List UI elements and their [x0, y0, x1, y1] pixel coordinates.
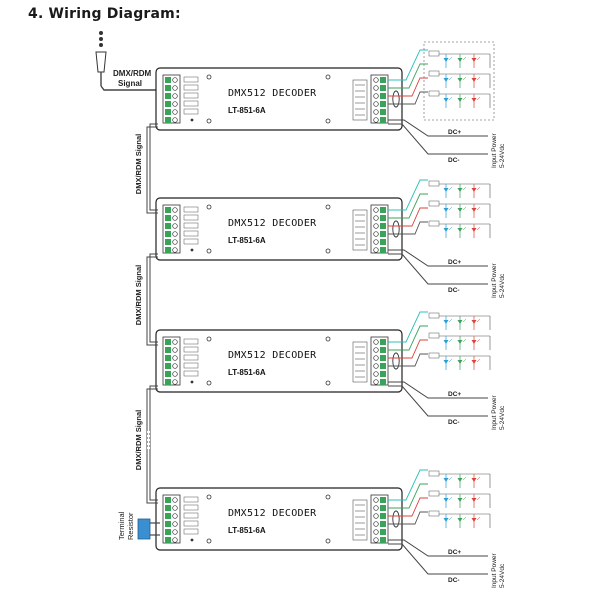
decoder-housing — [155, 329, 403, 393]
dmx-bus-segment-2: DMX/RDM Signal — [134, 253, 158, 346]
power-terminal — [392, 90, 400, 108]
screw — [206, 538, 212, 544]
decoder-4: DMX512 DECODER LT-851-6A DC+ DC- Input Power… — [155, 469, 506, 588]
screw — [325, 538, 331, 544]
decoder-model: LT-851-6A — [228, 106, 266, 115]
decoder-right-panel — [352, 79, 368, 121]
decoder-right-terminal — [370, 336, 389, 386]
led-lamp-group — [428, 470, 491, 528]
screw — [325, 248, 331, 254]
output-wires — [388, 311, 488, 417]
screw — [325, 494, 331, 500]
dmx-input-label: DMX/RDM Signal — [113, 69, 153, 88]
power-terminal — [392, 220, 400, 238]
screw — [206, 118, 212, 124]
led-lamp-group — [428, 180, 491, 238]
output-wires — [388, 469, 488, 575]
decoder-model: LT-851-6A — [228, 526, 266, 535]
decoder-right-terminal — [370, 74, 389, 124]
decoder-3: DMX512 DECODER LT-851-6A DC+ DC- Input Power… — [155, 311, 506, 430]
dc-minus-label: DC- — [448, 287, 460, 294]
screw — [206, 494, 212, 500]
dc-plus-label: DC+ — [448, 549, 461, 556]
decoder-1: DMX512 DECODER LT-851-6A DC+ DC- Input Power… — [155, 49, 506, 168]
screw — [206, 380, 212, 386]
dc-plus-label: DC+ — [448, 391, 461, 398]
page-title: 4. Wiring Diagram: — [28, 6, 181, 22]
decoder-left-terminal — [162, 204, 199, 254]
input-power-label: Input Power5-24Vdc — [491, 262, 506, 298]
dmx-bus-label: DMX/RDM Signal — [134, 410, 143, 470]
dmx-input-connector — [95, 31, 158, 91]
decoder-name: DMX512 DECODER — [228, 508, 317, 519]
screw — [206, 336, 212, 342]
screw — [206, 248, 212, 254]
power-terminal — [392, 352, 400, 370]
decoder-right-terminal — [370, 494, 389, 544]
dc-minus-label: DC- — [448, 157, 460, 164]
dc-plus-label: DC+ — [448, 129, 461, 136]
screw — [325, 74, 331, 80]
output-wires — [388, 49, 488, 155]
dmx-bus-label: DMX/RDM Signal — [134, 265, 143, 325]
output-wires — [388, 179, 488, 285]
decoder-right-panel — [352, 499, 368, 541]
dc-plus-label: DC+ — [448, 259, 461, 266]
terminal-resistor-label: Terminal Resistor — [117, 510, 135, 540]
decoder-2: DMX512 DECODER LT-851-6A DC+ DC- Input Power… — [155, 179, 506, 298]
input-power-label: Input Power5-24Vdc — [491, 552, 506, 588]
screw — [206, 204, 212, 210]
decoder-left-terminal — [162, 336, 199, 386]
decoder-right-panel — [352, 341, 368, 383]
input-power-label: Input Power5-24Vdc — [491, 394, 506, 430]
dmx-bus-segment-1: DMX/RDM Signal — [134, 123, 158, 214]
dc-minus-label: DC- — [448, 419, 460, 426]
screw — [325, 118, 331, 124]
decoder-model: LT-851-6A — [228, 236, 266, 245]
screw — [325, 380, 331, 386]
dc-minus-label: DC- — [448, 577, 460, 584]
decoder-left-terminal — [162, 74, 199, 124]
decoder-right-panel — [352, 209, 368, 251]
decoder-model: LT-851-6A — [228, 368, 266, 377]
decoder-name: DMX512 DECODER — [228, 88, 317, 99]
led-lamp-group — [428, 312, 491, 370]
decoder-housing — [155, 67, 403, 131]
screw — [206, 74, 212, 80]
dmx-bus-label: DMX/RDM Signal — [134, 134, 143, 194]
decoder-right-terminal — [370, 204, 389, 254]
input-power-label: Input Power5-24Vdc — [491, 132, 506, 168]
decoder-housing — [155, 197, 403, 261]
screw — [325, 204, 331, 210]
decoder-name: DMX512 DECODER — [228, 218, 317, 229]
decoder-housing — [155, 487, 403, 551]
decoder-left-terminal — [162, 494, 199, 544]
lamp-group-outline — [423, 41, 495, 121]
power-terminal — [392, 510, 400, 528]
screw — [325, 336, 331, 342]
dmx-bus-segment-3: DMX/RDM Signal — [134, 385, 158, 504]
terminal-resistor — [137, 518, 160, 540]
led-lamp-group — [428, 50, 491, 108]
decoder-name: DMX512 DECODER — [228, 350, 317, 361]
